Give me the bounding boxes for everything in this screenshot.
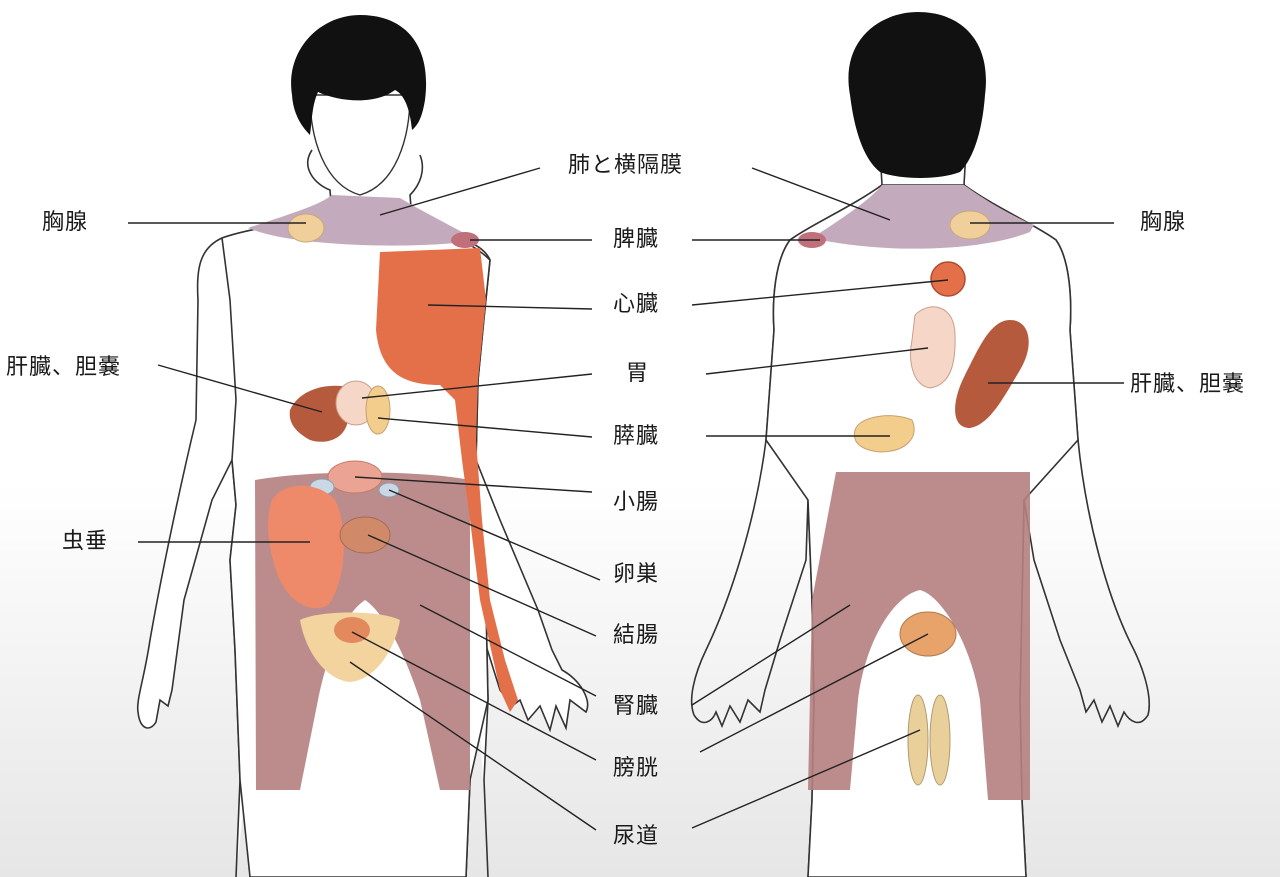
back-pelvis-region (808, 472, 1030, 800)
label-pancreas: 膵臓 (613, 424, 660, 449)
label-stomach: 胃 (626, 361, 650, 386)
front-face (309, 94, 411, 196)
line-heart-back (691, 279, 949, 306)
line-colon-front (367, 534, 597, 637)
line-ovary-front (388, 489, 601, 581)
back-heart (930, 261, 966, 297)
label-small-intestine: 小腸 (613, 490, 660, 515)
label-colon: 結腸 (613, 623, 660, 648)
line-urethra-front (349, 661, 597, 831)
label-kidney: 腎臓 (613, 694, 660, 719)
label-spleen: 脾臓 (613, 227, 660, 252)
front-bladder (300, 612, 400, 682)
label-appendix-left: 虫垂 (62, 529, 109, 554)
back-head (848, 12, 986, 178)
line-liver-left (157, 364, 323, 413)
line-stomach-back (705, 347, 929, 375)
back-pancreas (853, 415, 915, 453)
label-liver-gallbladder-right: 肝臓、胆嚢 (1130, 372, 1246, 397)
front-heart-region (376, 248, 518, 712)
front-appendix (268, 485, 344, 609)
front-thymus (287, 213, 325, 243)
line-kidney-back (691, 604, 851, 706)
line-bladder-front (351, 631, 597, 761)
label-urethra: 尿道 (613, 824, 660, 849)
back-liver (955, 320, 1029, 428)
line-lungs-back (751, 167, 891, 221)
label-ovary: 卵巣 (613, 562, 660, 587)
line-stomach-front (361, 373, 593, 399)
line-small-intestine-front (354, 476, 593, 493)
back-urethra-left (907, 694, 929, 786)
front-hair (291, 15, 427, 135)
back-urethra-right (929, 694, 951, 786)
line-urethra-back (691, 729, 921, 829)
label-heart: 心臓 (613, 292, 660, 317)
line-heart-front (427, 304, 593, 310)
label-bladder: 膀胱 (613, 756, 660, 781)
line-bladder-back (699, 633, 929, 753)
front-spleen (451, 232, 479, 248)
back-thymus (949, 210, 991, 240)
back-figure (690, 12, 1151, 877)
leader-lines (128, 167, 1124, 831)
line-pancreas-front (377, 417, 593, 438)
front-colon (339, 516, 391, 554)
label-thymus-left: 胸腺 (42, 210, 89, 235)
back-stomach (910, 306, 956, 389)
back-neck-region (812, 185, 1034, 249)
line-lungs-front (379, 167, 541, 216)
label-liver-gallbladder-left: 肝臓、胆嚢 (6, 355, 122, 380)
line-kidney-front (419, 604, 597, 697)
label-lungs-diaphragm: 肺と横隔膜 (568, 153, 684, 178)
front-figure (136, 15, 589, 877)
front-pancreas (365, 385, 391, 435)
label-thymus-right: 胸腺 (1140, 210, 1187, 235)
